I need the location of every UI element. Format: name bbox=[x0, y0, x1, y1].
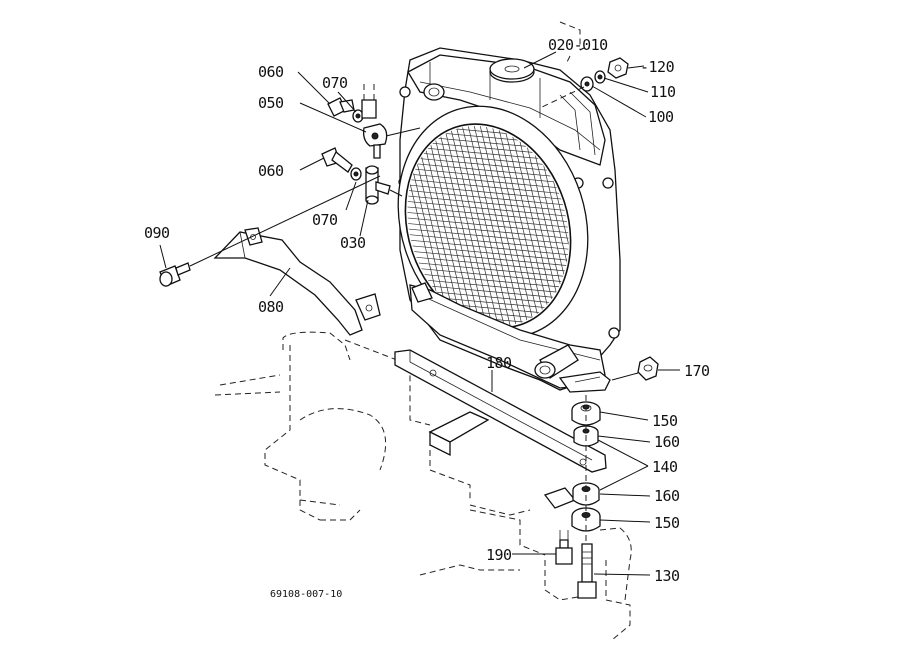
fitting-030 bbox=[365, 165, 391, 205]
label-170: 170 bbox=[684, 362, 710, 380]
label-110: 110 bbox=[650, 83, 676, 101]
label-060-top: 060 bbox=[258, 63, 284, 81]
label-020-010: 020-010 bbox=[548, 36, 608, 54]
label-070-mid: 070 bbox=[312, 211, 338, 229]
nut-120 bbox=[607, 57, 629, 79]
label-180: 180 bbox=[486, 354, 512, 372]
label-150-bottom: 150 bbox=[654, 514, 680, 532]
bolt-130 bbox=[577, 543, 597, 599]
bolt-060-mid bbox=[321, 147, 353, 173]
nut-170 bbox=[637, 356, 659, 381]
radiator bbox=[382, 47, 621, 393]
stay-bracket-080 bbox=[213, 227, 381, 336]
label-190: 190 bbox=[486, 546, 512, 564]
label-140: 140 bbox=[652, 458, 678, 476]
label-070-top: 070 bbox=[322, 74, 348, 92]
washer-070-top bbox=[352, 109, 364, 123]
figure-code: 69108-007-10 bbox=[270, 589, 342, 600]
label-100: 100 bbox=[648, 108, 674, 126]
label-090: 090 bbox=[144, 224, 170, 242]
label-120: -120 bbox=[640, 58, 675, 76]
label-060-mid: 060 bbox=[258, 162, 284, 180]
label-150-top: 150 bbox=[652, 412, 678, 430]
cushion-150-bottom bbox=[571, 507, 601, 532]
bolt-090 bbox=[159, 262, 191, 287]
bolt-060-top bbox=[327, 97, 355, 117]
callout-labels: 020-010 -120 110 100 060 070 050 060 070… bbox=[144, 36, 711, 600]
clamp-050 bbox=[362, 123, 388, 159]
label-080: 080 bbox=[258, 298, 284, 316]
stud-top bbox=[361, 84, 377, 119]
leader-lines bbox=[159, 21, 680, 576]
washer-110 bbox=[594, 70, 606, 84]
washer-100 bbox=[580, 76, 594, 92]
bolt-190 bbox=[555, 530, 573, 565]
label-160-top: 160 bbox=[654, 433, 680, 451]
frame-outline bbox=[214, 331, 632, 641]
support-bar-180 bbox=[394, 349, 607, 509]
label-030: 030 bbox=[340, 234, 366, 252]
label-160-bottom: 160 bbox=[654, 487, 680, 505]
label-050: 050 bbox=[258, 94, 284, 112]
washer-070-mid bbox=[350, 167, 362, 181]
label-130: 130 bbox=[654, 567, 680, 585]
